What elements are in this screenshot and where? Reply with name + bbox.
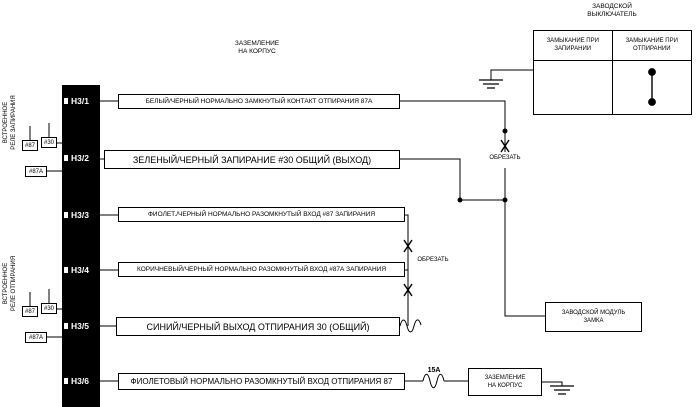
factory-switch-lock-header-line2: ЗАПИРАНИИ bbox=[554, 45, 592, 52]
ground-symbol-bottom bbox=[550, 385, 574, 395]
lock-relay-label: ВСТРОЕННОЕ РЕЛЕ ЗАПИРАНИЯ bbox=[2, 75, 20, 170]
factory-switch-title-line2: ВЫКЛЮЧАТЕЛЬ bbox=[587, 11, 637, 18]
unlock-relay-label: ВСТРОЕННОЕ РЕЛЕ ОТПИРАНИЯ bbox=[2, 235, 20, 332]
lock-relay-pin-87a: #87А bbox=[25, 166, 47, 177]
connector-pin-h3-4: H3/4 bbox=[62, 264, 100, 276]
pin-label-h3-3: H3/3 bbox=[71, 210, 89, 220]
factory-switch-lock-header: ЗАМЫКАНИЕ ПРИ ЗАПИРАНИИ bbox=[534, 31, 613, 61]
connector-pin-h3-6: H3/6 bbox=[62, 375, 100, 387]
factory-switch-unlock-header-line1: ЗАМЫКАНИЕ ПРИ bbox=[625, 38, 678, 44]
junction-dots bbox=[457, 128, 508, 203]
unlock-relay-pin-87: #87 bbox=[22, 306, 38, 317]
cut-label-middle: ОБРЕЗАТЬ bbox=[412, 256, 454, 265]
connector-pin-h3-2: H3/2 bbox=[62, 152, 100, 164]
lock-relay-label-line1: ВСТРОЕННОЕ bbox=[3, 101, 9, 144]
factory-lock-module-line1: ЗАВОДСКОЙ МОДУЛЬ bbox=[561, 310, 626, 316]
fuse-rating-label: 15А bbox=[427, 367, 441, 374]
unlock-relay-pin-30: #30 bbox=[41, 303, 57, 314]
pin-tick-icon bbox=[64, 98, 68, 104]
pin-tick-icon bbox=[64, 323, 68, 329]
pin-label-h3-2: H3/2 bbox=[71, 153, 89, 163]
lock-relay-pin-30: #30 bbox=[41, 137, 57, 148]
chassis-ground-box-line1: ЗАЗЕМЛЕНИЕ bbox=[484, 375, 526, 381]
factory-switch-table: ЗАМЫКАНИЕ ПРИ ЗАПИРАНИИ ЗАМЫКАНИЕ ПРИ ОТ… bbox=[533, 30, 692, 115]
factory-switch-unlock-cell bbox=[613, 61, 692, 114]
wire-label-h3-1: БЕЛЫЙ/ЧЕРНЫЙ НОРМАЛЬНО ЗАМКНУТЫЙ КОНТАКТ… bbox=[118, 94, 400, 109]
factory-switch-lock-cell bbox=[534, 61, 613, 114]
pin-label-h3-6: H3/6 bbox=[71, 376, 89, 386]
pin-label-h3-4: H3/4 bbox=[71, 265, 89, 275]
factory-switch-lock-header-line1: ЗАМЫКАНИЕ ПРИ bbox=[546, 38, 599, 44]
wire-label-h3-5: СИНИЙ/ЧЕРНЫЙ ВЫХОД ОТПИРАНИЯ 30 (ОБЩИЙ) bbox=[116, 317, 400, 336]
unlock-relay-pin-87a: #87А bbox=[25, 332, 47, 343]
lock-relay-label-line2: РЕЛЕ ЗАПИРАНИЯ bbox=[11, 95, 17, 150]
chassis-ground-top-label: ЗАЗЕМЛЕНИЕ НА КОРПУС bbox=[213, 40, 301, 56]
switch-contacts-symbol bbox=[648, 68, 656, 106]
unlock-relay-label-line2: РЕЛЕ ОТПИРАНИЯ bbox=[11, 255, 17, 312]
chassis-ground-box-line2: НА КОРПУС bbox=[487, 383, 523, 389]
pin-label-h3-5: H3/5 bbox=[71, 321, 89, 331]
lock-relay-pin-87: #87 bbox=[22, 140, 38, 151]
connector-h3-bar bbox=[62, 85, 100, 407]
ground-symbol-top bbox=[479, 79, 503, 89]
connector-pin-h3-3: H3/3 bbox=[62, 209, 100, 221]
connector-pin-h3-5: H3/5 bbox=[62, 320, 100, 332]
factory-switch-unlock-header-line2: ОТПИРАНИИ bbox=[632, 45, 671, 52]
pin-tick-icon bbox=[64, 378, 68, 384]
chassis-ground-top-label-line2: НА КОРПУС bbox=[238, 48, 276, 55]
factory-lock-module-box: ЗАВОДСКОЙ МОДУЛЬ ЗАМКА bbox=[545, 302, 642, 332]
chassis-ground-box: ЗАЗЕМЛЕНИЕ НА КОРПУС bbox=[468, 368, 542, 396]
connector-pin-h3-1: H3/1 bbox=[62, 95, 100, 107]
wire-label-h3-4: КОРИЧНЕВЫЙ/ЧЕРНЫЙ НОРМАЛЬНО РАЗОМКНУТЫЙ … bbox=[118, 262, 405, 277]
unlock-relay-label-line1: ВСТРОЕННОЕ bbox=[3, 262, 9, 305]
chassis-ground-top-label-line1: ЗАЗЕМЛЕНИЕ bbox=[234, 40, 280, 47]
wire-lines bbox=[29, 69, 563, 389]
pin-tick-icon bbox=[64, 267, 68, 273]
factory-switch-title: ЗАВОДСКОЙ ВЫКЛЮЧАТЕЛЬ bbox=[557, 3, 667, 19]
cut-x-marks bbox=[403, 139, 510, 297]
pin-label-h3-1: H3/1 bbox=[71, 96, 89, 106]
wire-label-h3-6: ФИОЛЕТОВЫЙ НОРМАЛЬНО РАЗОМКНУТЫЙ ВХОД ОТ… bbox=[118, 373, 405, 390]
factory-lock-module-line2: ЗАМКА bbox=[583, 318, 604, 324]
pin-tick-icon bbox=[64, 155, 68, 161]
cut-label-top: ОБРЕЗАТЬ bbox=[481, 154, 529, 163]
pin-tick-icon bbox=[64, 212, 68, 218]
wire-label-h3-2: ЗЕЛЕНЫЙ/ЧЕРНЫЙ ЗАПИРАНИЕ #30 ОБЩИЙ (ВЫХО… bbox=[104, 150, 400, 169]
factory-switch-title-line1: ЗАВОДСКОЙ bbox=[592, 3, 632, 10]
factory-switch-unlock-header: ЗАМЫКАНИЕ ПРИ ОТПИРАНИИ bbox=[612, 31, 691, 61]
wire-label-h3-3: ФИОЛЕТ./ЧЕРНЫЙ НОРМАЛЬНО РАЗОМКНУТЫЙ ВХО… bbox=[118, 207, 405, 222]
